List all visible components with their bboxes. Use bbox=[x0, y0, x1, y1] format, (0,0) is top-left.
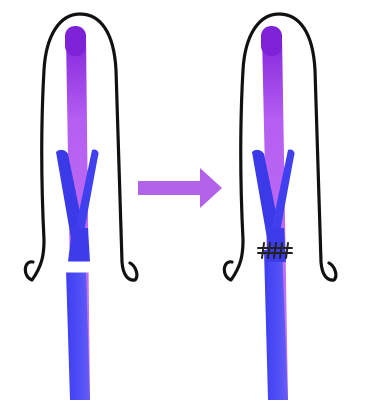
tendon-blue-left bbox=[66, 270, 90, 400]
tendon-gap-marker bbox=[63, 262, 99, 272]
before-panel bbox=[25, 14, 136, 400]
suture-stitches bbox=[258, 243, 292, 258]
right-arrow-icon bbox=[138, 168, 222, 208]
after-panel bbox=[224, 14, 335, 400]
tendon-purple-top-right bbox=[261, 26, 282, 56]
tendon-purple-top-left bbox=[65, 26, 86, 56]
